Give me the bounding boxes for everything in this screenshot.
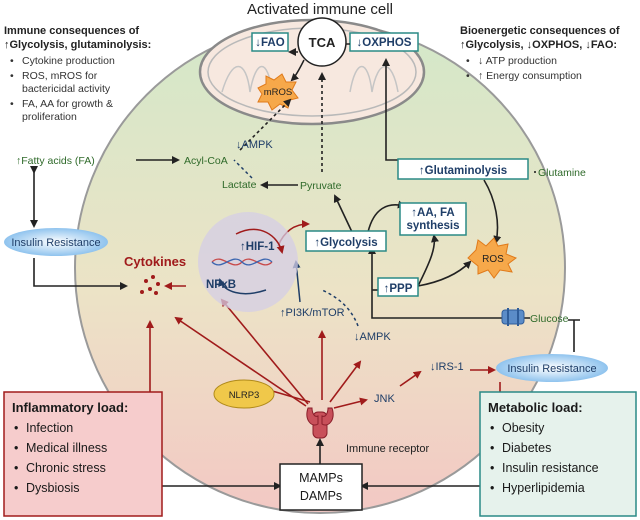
- inflammatory-load-item: Infection: [26, 421, 73, 435]
- tca-label: TCA: [309, 35, 336, 50]
- inflammatory-load-heading: Inflammatory load:: [12, 400, 128, 415]
- mitochondrion: ↓FAO TCA ↓OXPHOS mROS: [198, 17, 426, 126]
- metabolic-load-item: Insulin resistance: [502, 461, 599, 475]
- immune-consequence-item: FA, AA for growth &: [22, 98, 113, 110]
- diagram-title: Activated immune cell: [247, 1, 393, 18]
- synthesis-label: synthesis: [406, 220, 459, 232]
- aa-fa-synthesis-box: [399, 202, 467, 236]
- glycolysis-label: ↑Glycolysis: [314, 237, 377, 249]
- ppp-label: ↑PPP: [384, 283, 413, 295]
- immune-receptor-icon: [306, 407, 334, 439]
- pi3k-label: ↑PI3K/mTOR: [280, 307, 345, 319]
- svg-text:•: •: [14, 481, 18, 495]
- insulin-resistance-right-label: Insulin Resistance: [507, 363, 596, 375]
- svg-text:•: •: [466, 55, 470, 67]
- immune-consequences: Immune consequences of ↑Glycolysis, glut…: [4, 25, 151, 123]
- immune-consequence-item: proliferation: [22, 111, 77, 123]
- bioenergetic-heading-2: ↑Glycolysis, ↓OXPHOS, ↓FAO:: [460, 39, 617, 51]
- nlrp3-complex: [213, 379, 275, 409]
- metabolic-load-heading: Metabolic load:: [488, 400, 583, 415]
- svg-text:•: •: [10, 70, 14, 82]
- nfkb-label: NFκB: [206, 279, 236, 291]
- metabolic-load-box: [479, 391, 637, 517]
- lactate-label: Lactate: [222, 179, 257, 191]
- hif1-label: ↑HIF-1: [240, 241, 275, 253]
- ros-burst: [467, 237, 518, 279]
- nlrp3-label: NLRP3: [229, 390, 260, 401]
- aa-fa-label: ↑AA, FA: [411, 207, 454, 219]
- inflammatory-load-item: Dysbiosis: [26, 481, 80, 495]
- acyl-coa-label: Acyl-CoA: [184, 155, 228, 167]
- immune-consequence-item: Cytokine production: [22, 55, 115, 67]
- svg-text:•: •: [490, 481, 494, 495]
- insulin-resistance-left: [4, 228, 108, 256]
- hif1-nfkb-complex: [198, 212, 298, 312]
- fao-label: ↓FAO: [255, 37, 284, 49]
- ampk-bottom-label: ↓AMPK: [354, 331, 391, 343]
- ampk-top-label: ↓AMPK: [236, 139, 273, 151]
- svg-text:•: •: [14, 421, 18, 435]
- dna-icon: [211, 258, 273, 266]
- glucose-label: Glucose: [530, 313, 569, 325]
- bioenergetic-item: ↑ Energy consumption: [478, 70, 582, 82]
- irs1-label: ↓IRS-1: [430, 361, 464, 373]
- svg-text:•: •: [10, 98, 14, 110]
- ros-label: ROS: [482, 254, 504, 265]
- immune-consequence-item: ROS, mROS for: [22, 70, 98, 82]
- glutaminolysis-label: ↑Glutaminolysis: [419, 165, 507, 177]
- mros-label: mROS: [264, 87, 293, 98]
- mamps-damps-box: [279, 463, 363, 511]
- tca-cycle: [297, 17, 347, 67]
- metabolic-load-item: Diabetes: [502, 441, 551, 455]
- immune-consequences-heading-1: Immune consequences of: [4, 25, 139, 37]
- cytokine-dots-icon: [140, 275, 160, 295]
- jnk-label: JNK: [374, 393, 395, 405]
- damps-label: DAMPs: [300, 489, 342, 503]
- glucose-transporter-icon: [501, 308, 525, 326]
- svg-text:•: •: [466, 70, 470, 82]
- bioenergetic-heading-1: Bioenergetic consequences of: [460, 25, 620, 37]
- immune-receptor-label: Immune receptor: [346, 443, 429, 455]
- ppp-box: [377, 277, 419, 297]
- bioenergetic-consequences: Bioenergetic consequences of ↑Glycolysis…: [460, 25, 620, 82]
- fatty-acids-label: ↑Fatty acids (FA): [16, 155, 95, 167]
- immune-consequence-item: bactericidal activity: [22, 83, 111, 95]
- metabolic-load-item: Hyperlipidemia: [502, 481, 585, 495]
- inflammatory-load-item: Chronic stress: [26, 461, 106, 475]
- svg-text:•: •: [490, 441, 494, 455]
- cytokines-label: Cytokines: [124, 254, 186, 269]
- svg-text:•: •: [14, 441, 18, 455]
- glutamine-label: Glutamine: [538, 167, 586, 179]
- svg-text:•: •: [10, 55, 14, 67]
- inflammatory-load-box: [3, 391, 163, 517]
- metabolic-load-item: Obesity: [502, 421, 545, 435]
- svg-text:•: •: [14, 461, 18, 475]
- pyruvate-label: Pyruvate: [300, 180, 342, 192]
- glycolysis-box: [305, 230, 387, 252]
- inflammatory-load-item: Medical illness: [26, 441, 107, 455]
- mamps-label: MAMPs: [299, 471, 343, 485]
- glutaminolysis-box: [397, 158, 529, 180]
- immune-consequences-heading-2: ↑Glycolysis, glutaminolysis:: [4, 39, 151, 51]
- oxphos-label: ↓OXPHOS: [357, 37, 412, 49]
- bioenergetic-item: ↓ ATP production: [478, 55, 557, 67]
- svg-text:•: •: [490, 461, 494, 475]
- insulin-resistance-right: [496, 354, 608, 382]
- insulin-resistance-left-label: Insulin Resistance: [11, 237, 100, 249]
- svg-text:•: •: [490, 421, 494, 435]
